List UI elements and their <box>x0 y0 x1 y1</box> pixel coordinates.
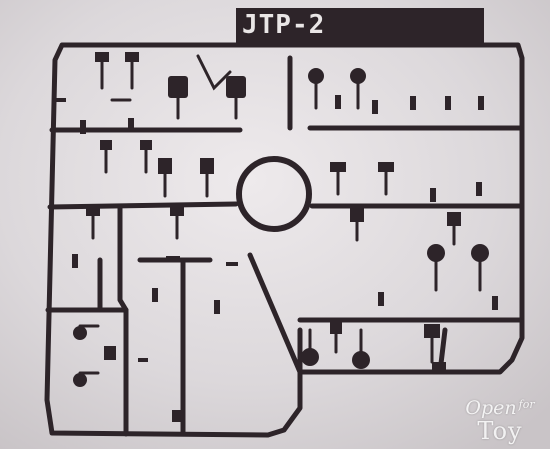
sprue-tag-label: JTP-2 <box>242 10 326 40</box>
sprue-parts <box>56 52 498 422</box>
watermark-line-1: Open <box>465 397 517 419</box>
sprue-label-tag <box>236 8 484 44</box>
sprue-ring <box>236 156 312 232</box>
watermark-line-2: Toy <box>477 417 523 445</box>
watermark-line-1-small: for <box>518 398 535 411</box>
sprue-gates <box>78 54 482 375</box>
